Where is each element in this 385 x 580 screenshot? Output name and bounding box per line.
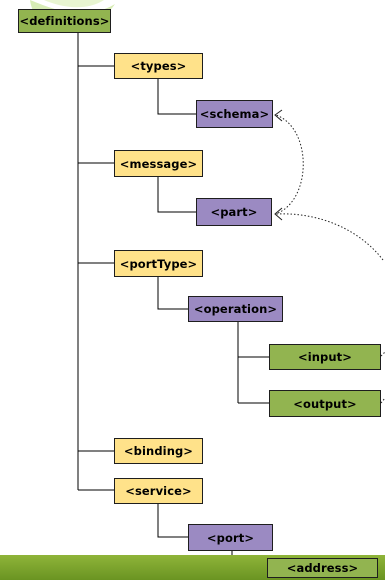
arrowheads (274, 109, 283, 221)
branch-port (157, 504, 188, 538)
node-address: <address> (267, 558, 378, 578)
node-types: <types> (114, 53, 203, 79)
branch-schema (157, 79, 196, 115)
node-definitions: <definitions> (18, 9, 111, 33)
node-port: <port> (188, 524, 273, 551)
node-binding: <binding> (114, 438, 203, 464)
node-input: <input> (269, 344, 381, 370)
node-message: <message> (114, 150, 203, 177)
reference-arrows (275, 114, 385, 404)
arrowhead-schema (274, 109, 283, 122)
node-part: <part> (196, 198, 272, 226)
node-porttype: <portType> (114, 250, 203, 277)
branch-operation (157, 277, 188, 310)
branch-part (157, 177, 196, 213)
node-schema: <schema> (196, 100, 273, 128)
arrowhead-part (274, 207, 283, 221)
ref-input-tail (380, 351, 385, 357)
node-output: <output> (269, 390, 381, 417)
ref-input-to-part (275, 213, 384, 261)
ref-part-to-schema (275, 114, 304, 214)
tree-connectors (77, 33, 269, 570)
node-service: <service> (114, 478, 203, 504)
ref-output-tail (380, 397, 385, 404)
node-operation: <operation> (188, 296, 283, 322)
